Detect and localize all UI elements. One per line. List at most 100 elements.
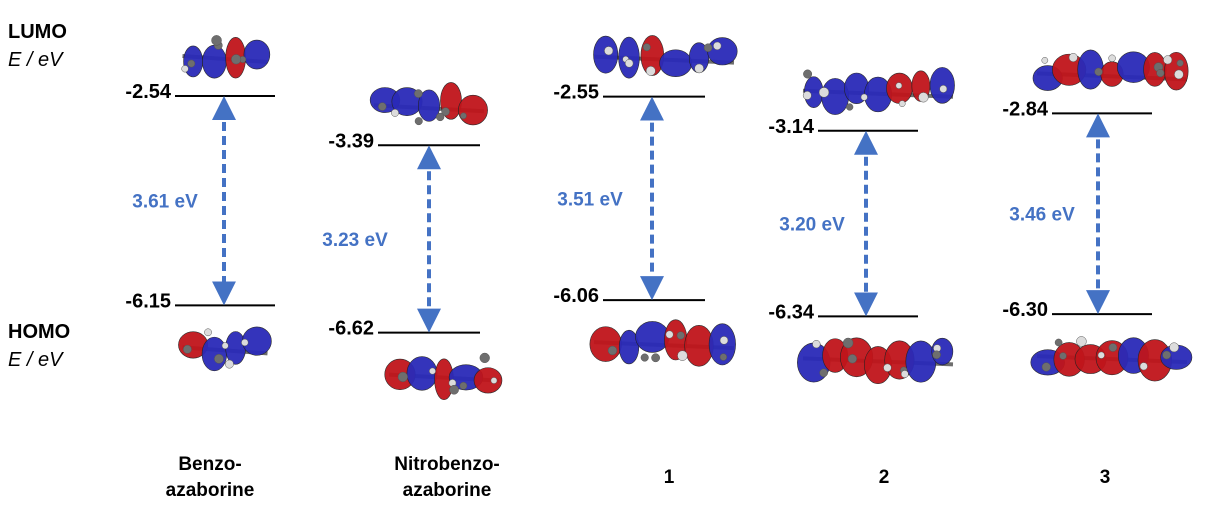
compound-name: 3	[1100, 467, 1111, 488]
lumo-energy-unit: E / eV	[8, 49, 64, 71]
atom	[812, 340, 821, 349]
homo-label: HOMO	[8, 321, 70, 343]
atom	[719, 336, 729, 345]
atom	[479, 352, 490, 364]
atom	[1162, 350, 1171, 360]
atom	[842, 337, 854, 349]
orbital-lobe	[589, 326, 622, 362]
orbital-lobe	[243, 39, 271, 70]
atom	[441, 107, 450, 116]
orbital-lobe	[202, 44, 227, 79]
atom	[231, 54, 242, 65]
atom	[713, 41, 722, 51]
atom	[436, 112, 445, 122]
compound-column: -2.54 -6.15 3.61 eV Benzo-azaborine	[125, 35, 275, 501]
band-gap-label: 3.61 eV	[132, 192, 198, 213]
homo-energy-value: -6.30	[1002, 299, 1048, 321]
atom	[1094, 67, 1103, 76]
atom	[397, 371, 408, 382]
orbital-lobe	[618, 329, 640, 365]
atom	[414, 117, 423, 126]
atom	[640, 353, 649, 362]
atom	[939, 85, 948, 93]
atom	[651, 353, 661, 363]
compound-name: Benzo-	[178, 454, 241, 475]
compound-column: -2.55 -6.06 3.51 eV 1	[553, 35, 738, 488]
band-gap-label: 3.46 eV	[1009, 205, 1075, 226]
atom	[1174, 69, 1184, 80]
compound-name: 2	[879, 467, 890, 488]
lumo-energy-value: -3.39	[328, 130, 374, 152]
atom	[391, 108, 399, 117]
atom	[703, 43, 713, 52]
orbital-lobe	[458, 94, 488, 126]
homo-energy-value: -6.15	[125, 290, 171, 312]
homo-energy-value: -6.06	[553, 285, 599, 307]
atom	[642, 43, 651, 52]
atom	[1108, 54, 1116, 62]
atom	[221, 342, 229, 350]
homo-orbital-image	[589, 319, 736, 367]
band-gap-label: 3.23 eV	[322, 230, 388, 251]
atom	[607, 345, 618, 356]
atom	[719, 353, 728, 361]
atom	[214, 354, 224, 364]
atom	[204, 328, 212, 337]
atom	[429, 367, 436, 375]
orbital-lobe	[659, 49, 693, 77]
atom	[818, 87, 830, 98]
atom	[883, 363, 892, 372]
atom	[1054, 338, 1063, 347]
atom	[895, 82, 903, 89]
atom	[803, 69, 813, 79]
atom	[1059, 352, 1067, 360]
atom	[1169, 342, 1180, 353]
homo-energy-value: -6.34	[768, 301, 814, 323]
atom	[224, 359, 234, 369]
band-gap-label: 3.20 eV	[779, 215, 845, 236]
atom	[665, 330, 674, 339]
atom	[182, 344, 192, 354]
lumo-orbital-image	[593, 35, 738, 79]
atom	[1097, 351, 1105, 359]
lumo-energy-value: -2.84	[1002, 98, 1048, 120]
lumo-label: LUMO	[8, 21, 67, 43]
atom	[694, 63, 704, 74]
atom	[1108, 343, 1118, 352]
atom	[900, 370, 909, 378]
atom	[604, 46, 614, 56]
atom	[846, 103, 854, 111]
lumo-orbital-image	[181, 35, 271, 79]
atom	[459, 382, 468, 390]
homo-orbital-image	[1030, 336, 1193, 382]
atom	[449, 384, 459, 395]
orbital-lobe	[707, 37, 738, 66]
atom	[1139, 362, 1148, 371]
lumo-energy-value: -2.54	[125, 81, 171, 103]
compound-name: 1	[664, 467, 675, 488]
lumo-orbital-image	[802, 67, 955, 115]
orbital-lobe	[708, 323, 736, 366]
atom	[1176, 59, 1184, 67]
compound-columns: -2.54-6.153.61 eVBenzo-azaborine-3.39-6.…	[125, 35, 1193, 501]
lumo-energy-value: -3.14	[768, 116, 814, 138]
atom	[1163, 55, 1173, 65]
band-gap-label: 3.51 eV	[557, 189, 623, 210]
compound-column: -3.14 -6.34 3.20 eV 2	[768, 67, 955, 488]
atom	[802, 91, 812, 100]
homo-orbital-image	[178, 326, 272, 372]
atom	[1041, 57, 1049, 64]
atom	[490, 377, 498, 384]
compound-column: -2.84 -6.30 3.46 eV 3	[1002, 49, 1193, 488]
atom	[414, 89, 423, 98]
compound-name: azaborine	[166, 480, 255, 501]
atom	[645, 66, 656, 76]
atom	[860, 93, 868, 101]
atom	[918, 92, 929, 103]
lumo-energy-value: -2.55	[553, 82, 599, 104]
atom	[1041, 362, 1051, 372]
atom	[898, 100, 906, 107]
atom	[677, 350, 688, 361]
